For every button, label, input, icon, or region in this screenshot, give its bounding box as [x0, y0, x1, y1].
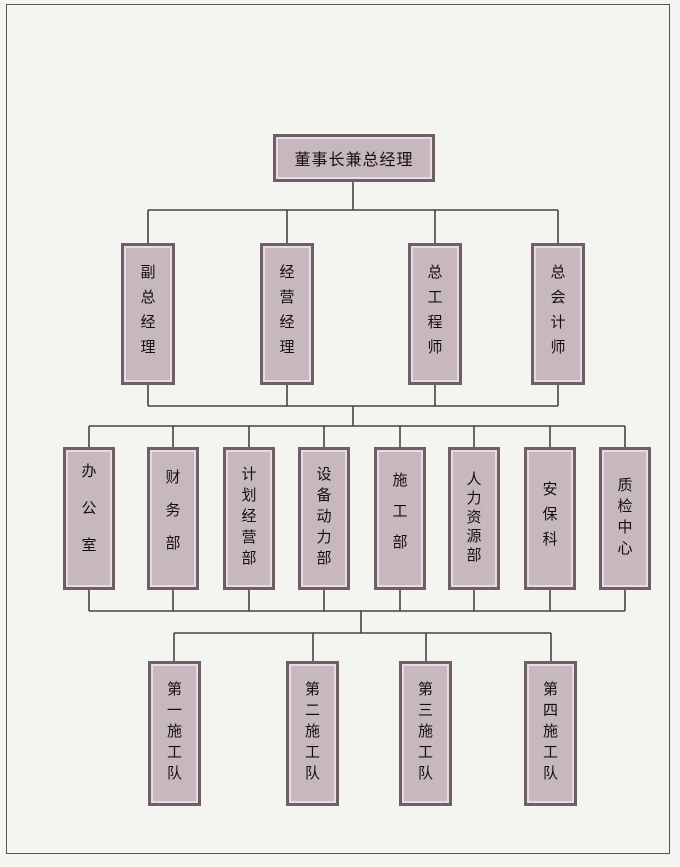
box-label: 施工部 [390, 472, 409, 565]
box-label: 第一施工队 [165, 681, 183, 786]
box-label: 安保科 [540, 481, 559, 556]
box-office: 办公室 [63, 447, 115, 590]
box-label: 办公室 [79, 463, 98, 574]
box-chief-engineer: 总工程师 [408, 243, 462, 385]
box-label: 第四施工队 [541, 681, 559, 786]
box-label: 总会计师 [548, 264, 567, 364]
box-chief-accountant: 总会计师 [531, 243, 585, 385]
box-team-2: 第二施工队 [286, 661, 339, 806]
box-label: 副总经理 [138, 264, 157, 364]
box-equipment-dept: 设备动力部 [298, 447, 350, 590]
box-hr-dept: 人力资源部 [448, 447, 500, 590]
box-label: 第二施工队 [303, 681, 321, 786]
page-border [6, 4, 670, 854]
box-label: 质检中心 [615, 476, 634, 561]
box-team-4: 第四施工队 [524, 661, 577, 806]
box-label: 财务部 [163, 469, 182, 568]
box-construction-dept: 施工部 [374, 447, 426, 590]
box-deputy-gm: 副总经理 [121, 243, 175, 385]
box-chairman-gm: 董事长兼总经理 [273, 134, 435, 182]
box-finance-dept: 财务部 [147, 447, 199, 590]
box-security-section: 安保科 [524, 447, 576, 590]
box-label: 人力资源部 [464, 471, 483, 566]
box-team-3: 第三施工队 [399, 661, 452, 806]
box-label: 董事长兼总经理 [294, 150, 414, 169]
box-label: 经营经理 [277, 264, 296, 364]
box-team-1: 第一施工队 [148, 661, 201, 806]
box-business-manager: 经营经理 [260, 243, 314, 385]
box-quality-center: 质检中心 [599, 447, 651, 590]
box-label: 总工程师 [425, 264, 444, 364]
box-label: 设备动力部 [314, 466, 333, 571]
box-planning-dept: 计划经营部 [223, 447, 275, 590]
box-label: 计划经营部 [239, 466, 258, 571]
box-label: 第三施工队 [416, 681, 434, 786]
